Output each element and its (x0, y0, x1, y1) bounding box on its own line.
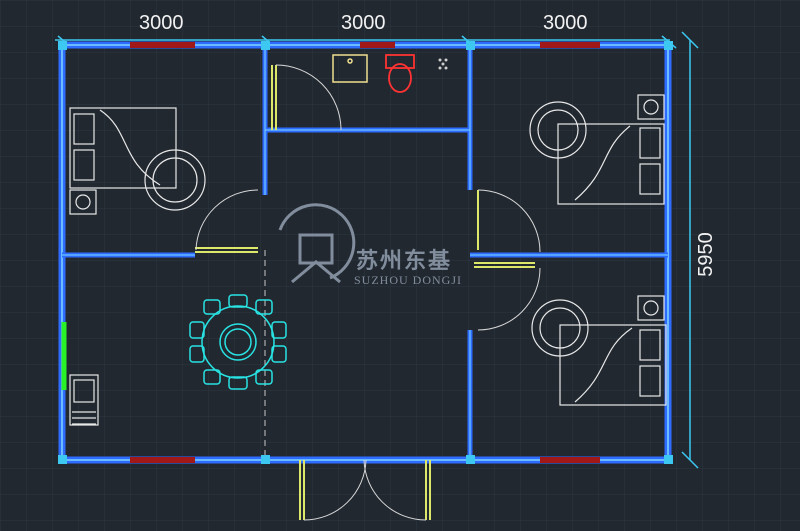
shower-icon (438, 58, 448, 70)
watermark-logo-icon (278, 203, 356, 284)
bed-right-top (529, 94, 665, 205)
door-swings (195, 64, 541, 521)
wall-joints (58, 41, 673, 464)
toilet-icon (385, 54, 415, 93)
watermark-english: SUZHOU DONGJI (354, 273, 462, 287)
bed-left (69, 107, 206, 215)
doors (195, 65, 535, 520)
dimension-width-2: 3000 (341, 12, 386, 34)
washbasin-icon (332, 54, 368, 83)
bed-right-bottom (531, 295, 667, 406)
windows (130, 42, 600, 463)
watermark-chinese: 苏州东基 (356, 249, 453, 274)
dimension-width-3: 3000 (543, 12, 588, 34)
dimension-width-1: 3000 (139, 12, 184, 34)
dimension-depth: 5950 (694, 232, 717, 277)
dining-table-icon (189, 294, 287, 390)
interior-wall-cores (62, 45, 668, 460)
kitchen-sink-icon (69, 374, 99, 426)
